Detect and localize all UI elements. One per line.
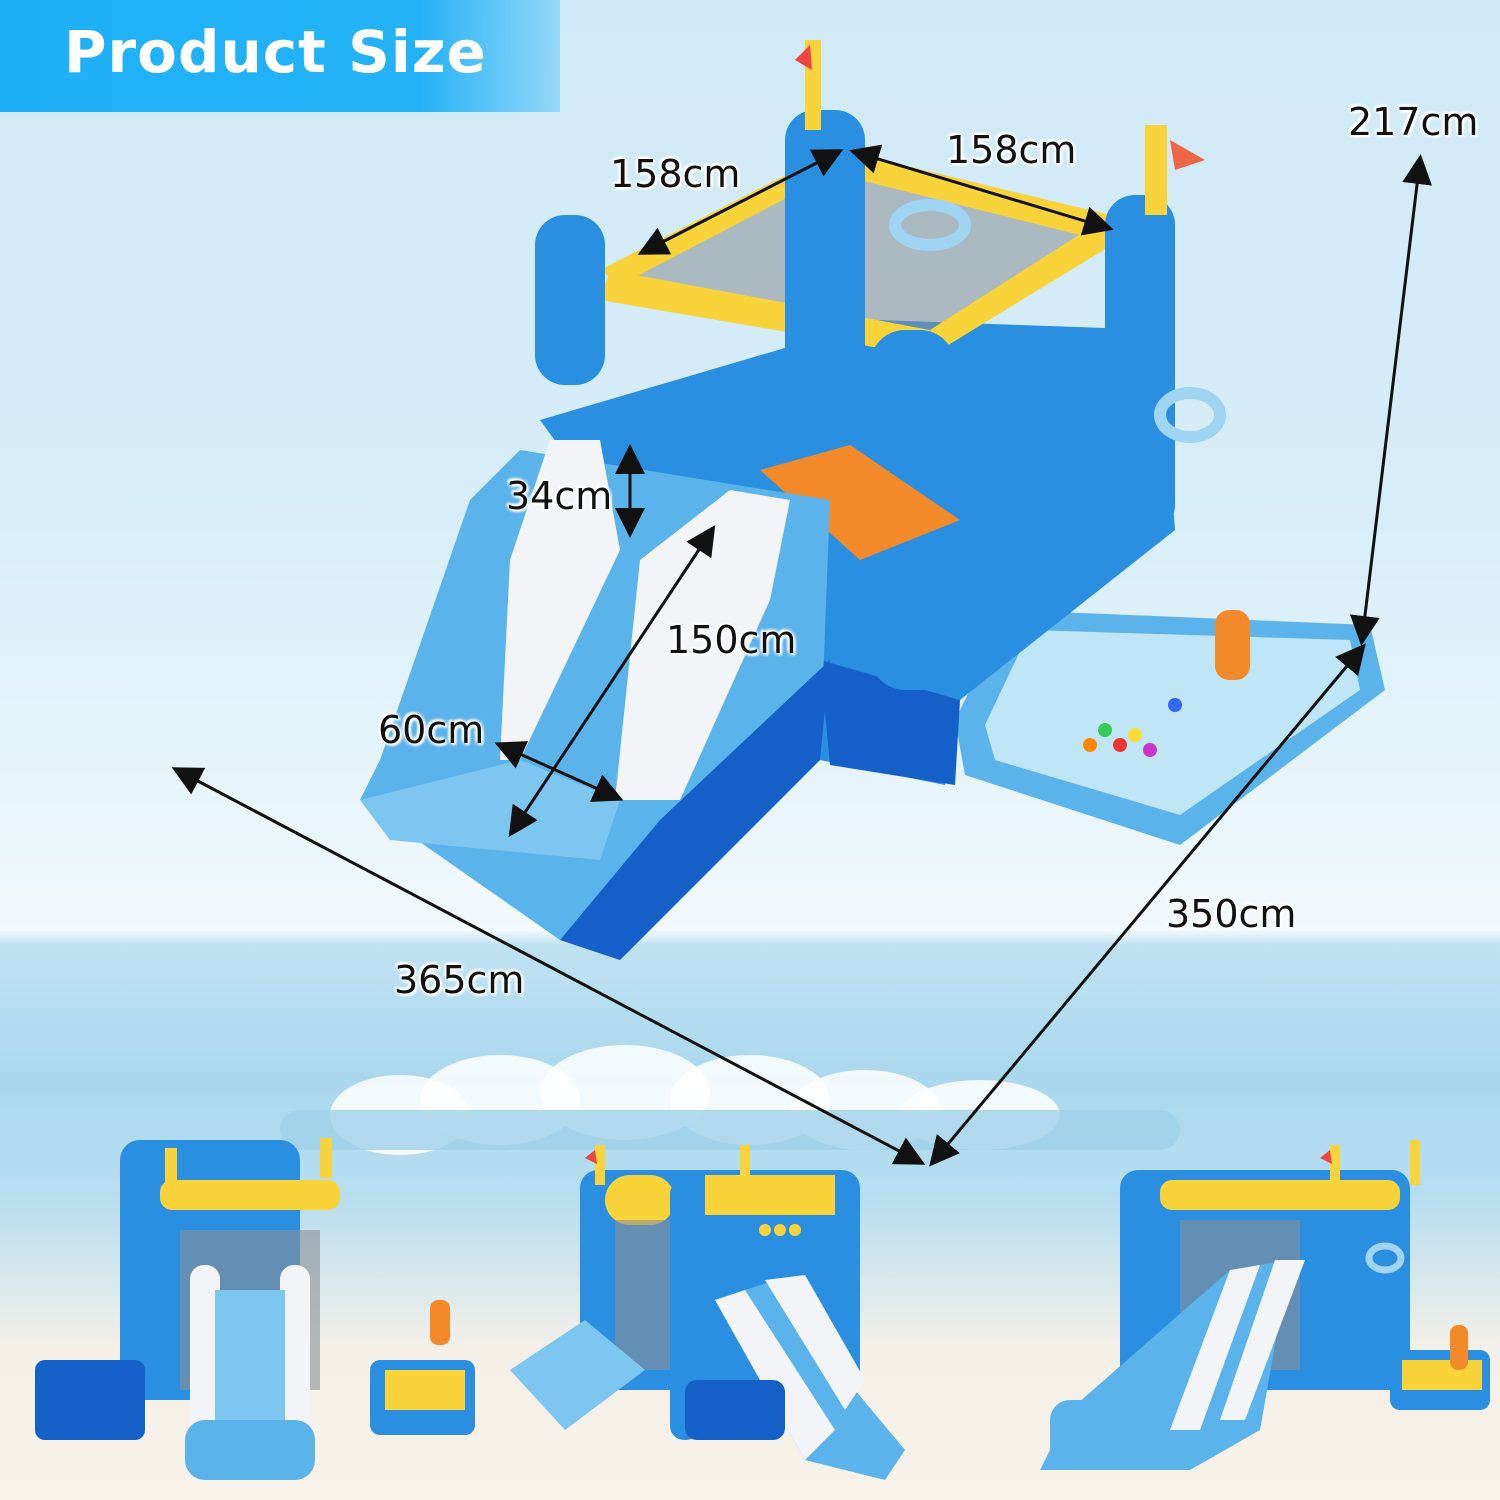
top-left-edge-label: 158cm <box>610 152 741 196</box>
slide-width-label: 60cm <box>378 708 485 752</box>
slide-wall-height-label: 34cm <box>506 474 613 518</box>
overall-length-label: 365cm <box>394 958 525 1002</box>
title-banner: Product Size <box>0 0 560 112</box>
height-label: 217cm <box>1348 100 1479 144</box>
angled-right-view-image <box>1040 1140 1490 1470</box>
overall-width-label: 350cm <box>1166 892 1297 936</box>
page-title: Product Size <box>64 18 487 86</box>
angled-left-view-image <box>510 1145 905 1480</box>
slide-length-label: 150cm <box>666 618 797 662</box>
top-right-edge-label: 158cm <box>946 128 1077 172</box>
front-view-image <box>35 1138 475 1480</box>
